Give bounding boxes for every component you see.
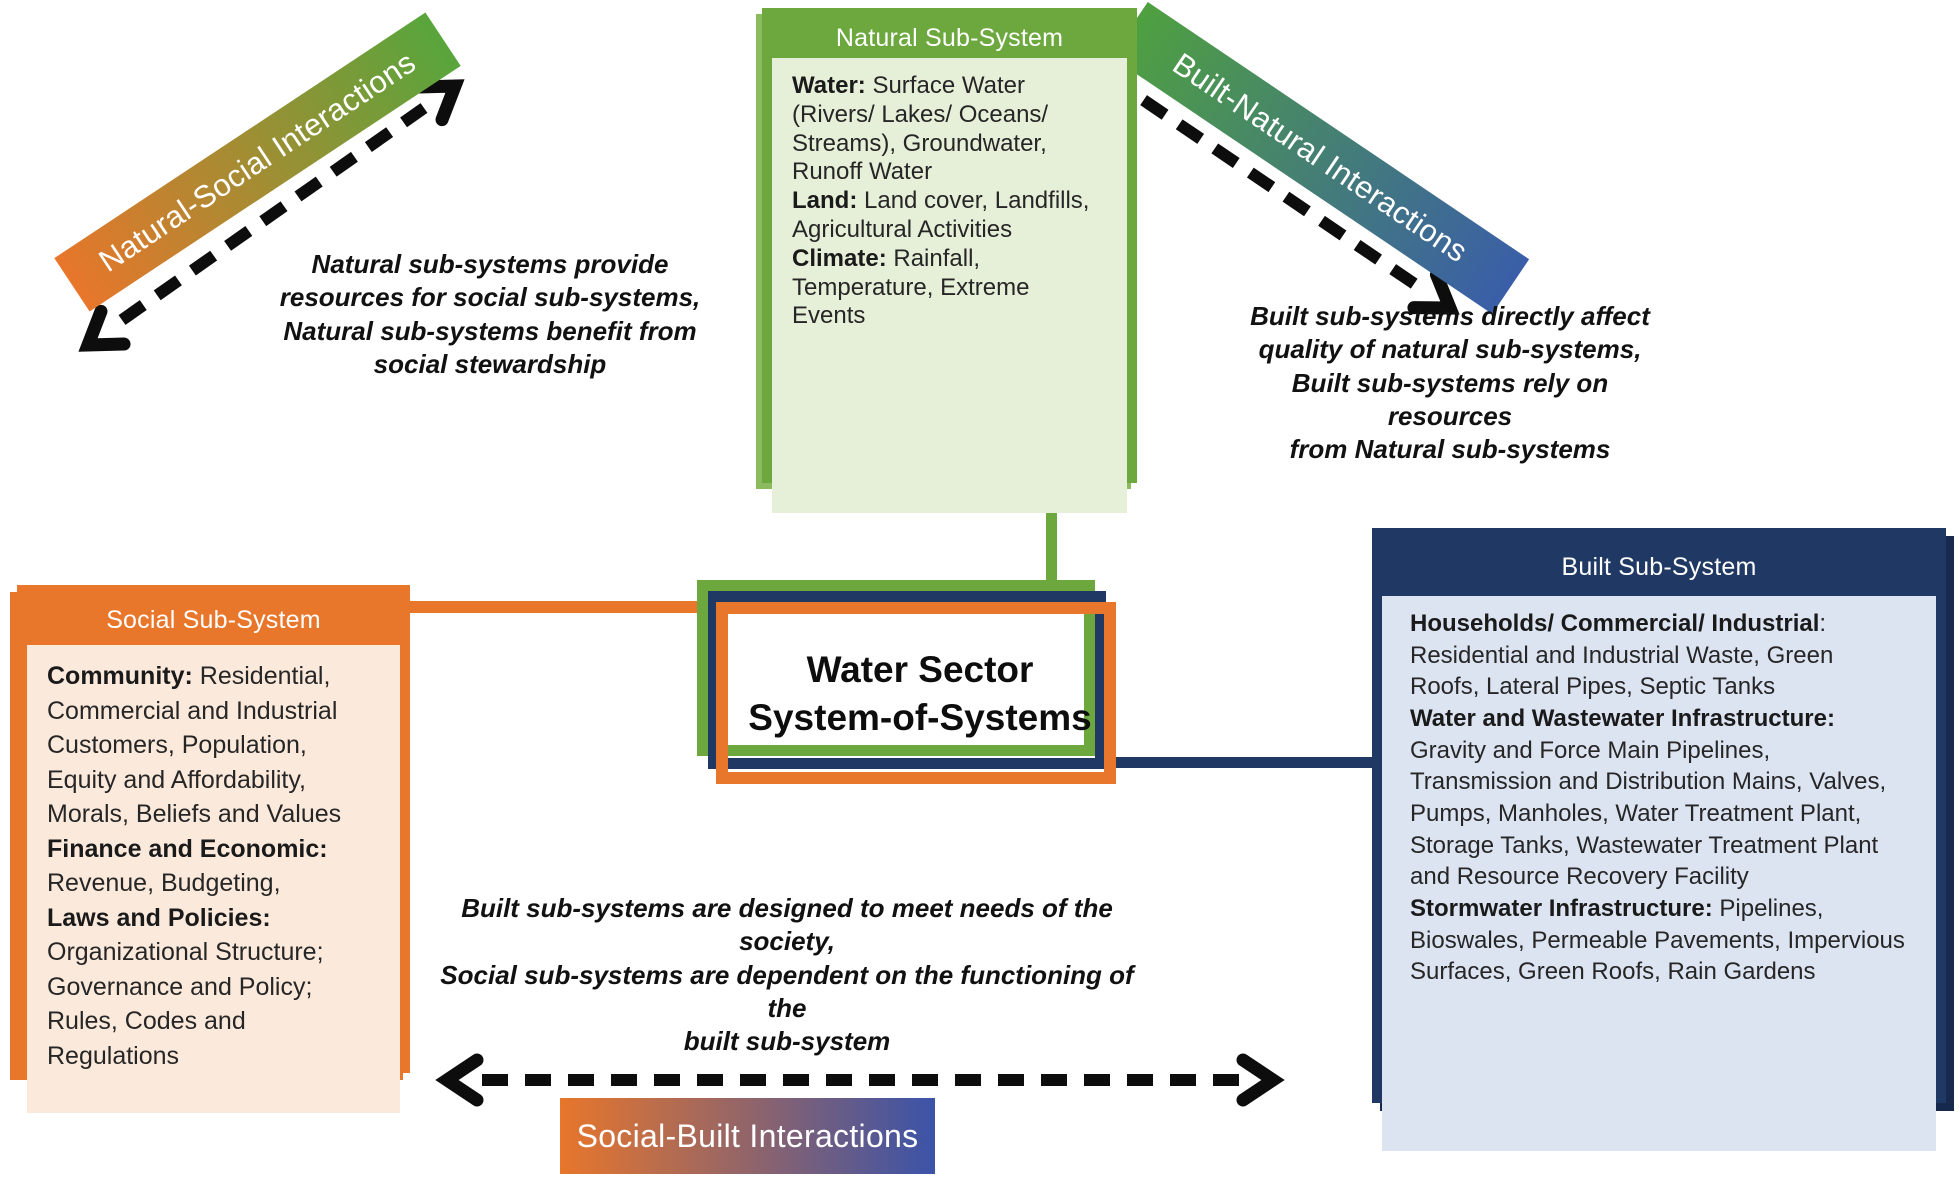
built-subsystem-body: Households/ Commercial/ Industrial: Resi…: [1382, 596, 1936, 1151]
center-to-built-connector: [1106, 757, 1374, 768]
entry-label: Stormwater Infrastructure:: [1410, 895, 1713, 923]
entry-text: Organizational Structure; Governance and…: [47, 938, 324, 1070]
built-subsystem-header: Built Sub-System: [1561, 552, 1757, 581]
social-built-banner-label: Social-Built Interactions: [576, 1117, 919, 1154]
entry-label: Land:: [792, 187, 858, 215]
built-natural-annotation: Built sub-systems directly affect qualit…: [1250, 301, 1650, 465]
entry-label: Community:: [47, 662, 193, 690]
entry-text: Revenue, Budgeting,: [47, 869, 281, 897]
built-natural-banner-label: Built-Natural Interactions: [1166, 45, 1474, 270]
social-to-center-connector: [407, 601, 728, 613]
arrowhead-icon: [78, 304, 131, 352]
natural-subsystem-header: Natural Sub-System: [835, 23, 1064, 52]
built-entry-households: Households/ Commercial/ Industrial: Resi…: [1410, 608, 1908, 703]
social-entry-finance: Finance and Economic: Revenue, Budgeting…: [47, 832, 380, 901]
social-subsystem-body: Community: Residential, Commercial and I…: [27, 645, 400, 1113]
entry-label: Water and Wastewater Infrastructure:: [1410, 705, 1835, 733]
natural-subsystem-box: Natural Sub-System Water: Surface Water …: [762, 8, 1137, 513]
entry-label: Climate:: [792, 244, 887, 272]
center-box-navy-layer: [708, 591, 1106, 769]
built-subsystem-box: Built Sub-System Households/ Commercial/…: [1372, 528, 1946, 1151]
natural-entry-land: Land: Land cover, Landfills, Agricultura…: [792, 187, 1107, 245]
arrowhead-icon: [435, 1053, 484, 1107]
natural-subsystem-body: Water: Surface Water (Rivers/ Lakes/ Oce…: [772, 58, 1127, 513]
entry-text: : Residential and Industrial Waste, Gree…: [1410, 610, 1834, 701]
natural-entry-water: Water: Surface Water (Rivers/ Lakes/ Oce…: [792, 72, 1107, 187]
center-box-title: Water Sector System-of-Systems: [748, 648, 1092, 738]
entry-text: Rainfall, Temperature, Extreme Events: [792, 244, 1030, 330]
entry-text: Land cover, Landfills, Agricultural Acti…: [792, 187, 1090, 243]
social-built-banner: Social-Built Interactions: [560, 1098, 935, 1174]
entry-text: Gravity and Force Main Pipelines, Transm…: [1410, 736, 1887, 891]
social-entry-laws: Laws and Policies: Organizational Struct…: [47, 901, 380, 1074]
arrowhead-icon: [1236, 1053, 1285, 1107]
natural-entry-climate: Climate: Rainfall, Temperature, Extreme …: [792, 245, 1107, 331]
natural-social-banner-label: Natural-Social Interactions: [92, 44, 422, 279]
entry-label: Laws and Policies:: [47, 903, 271, 932]
natural-to-center-connector: [1046, 483, 1057, 585]
built-natural-banner: Built-Natural Interactions: [1110, 2, 1530, 314]
social-entry-community: Community: Residential, Commercial and I…: [47, 659, 380, 832]
social-built-arrow: [435, 1053, 1285, 1107]
social-subsystem-box: Social Sub-System Community: Residential…: [17, 585, 410, 1113]
built-entry-water-wastewater: Water and Wastewater Infrastructure: Gra…: [1410, 703, 1908, 893]
natural-social-annotation: Natural sub-systems provide resources fo…: [279, 249, 701, 379]
social-subsystem-header: Social Sub-System: [106, 605, 321, 634]
entry-text: Residential, Commercial and Industrial C…: [47, 662, 342, 828]
built-entry-stormwater: Stormwater Infrastructure: Pipelines, Bi…: [1410, 893, 1908, 988]
entry-label: Households/ Commercial/ Industrial: [1410, 610, 1820, 637]
center-box-orange-layer: [716, 602, 1116, 784]
social-built-annotation: Built sub-systems are designed to meet n…: [440, 893, 1134, 1057]
entry-text: Pipelines, Bioswales, Permeable Pavement…: [1410, 895, 1905, 986]
entry-text: Surface Water (Rivers/ Lakes/ Oceans/ St…: [792, 72, 1049, 186]
entry-label: Water:: [792, 72, 866, 99]
entry-label: Finance and Economic:: [47, 834, 328, 863]
